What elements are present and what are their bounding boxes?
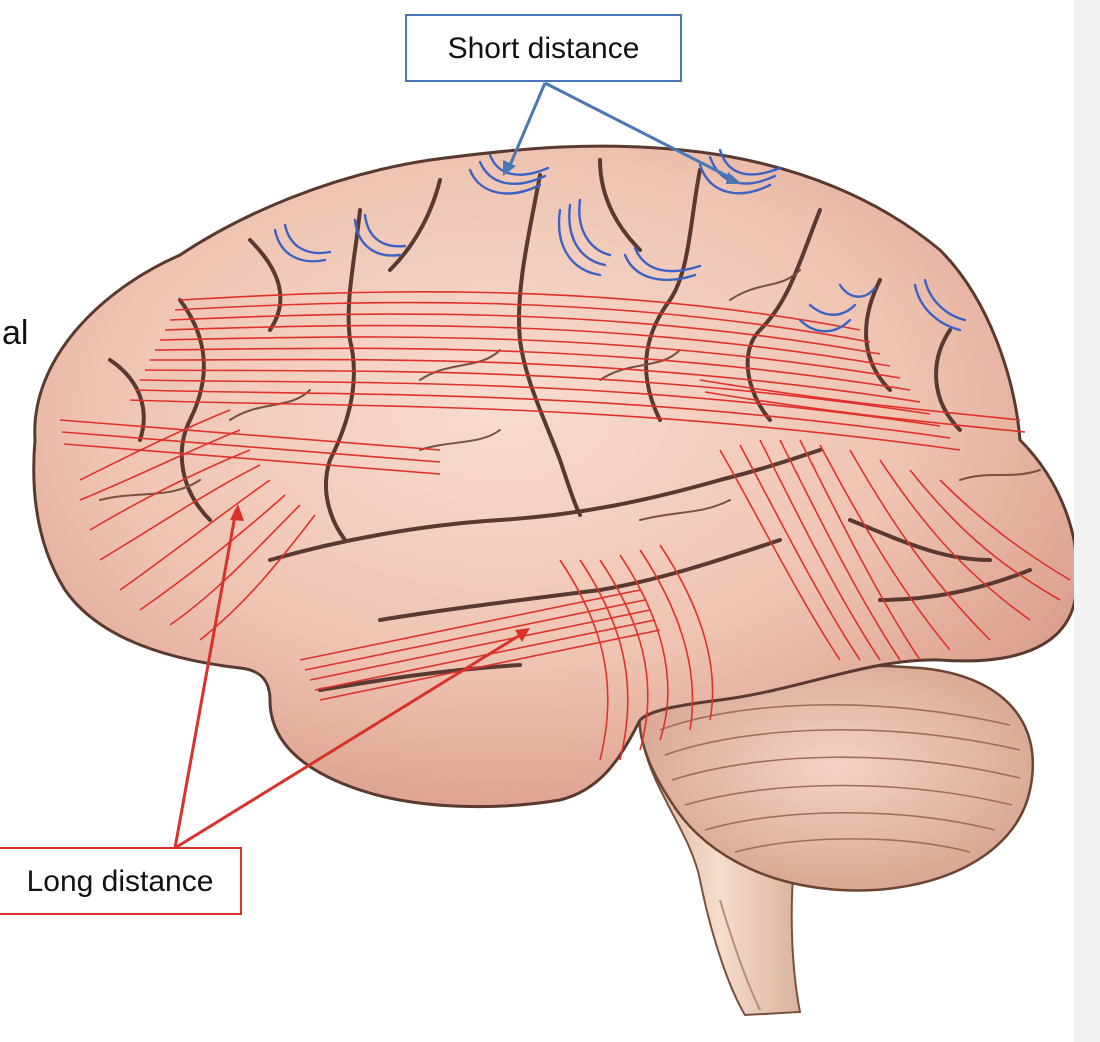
long-distance-label: Long distance — [0, 847, 242, 915]
partial-text-fragment: al — [2, 316, 28, 350]
side-scroll-area[interactable] — [1074, 0, 1100, 1042]
short-distance-label: Short distance — [405, 14, 682, 82]
